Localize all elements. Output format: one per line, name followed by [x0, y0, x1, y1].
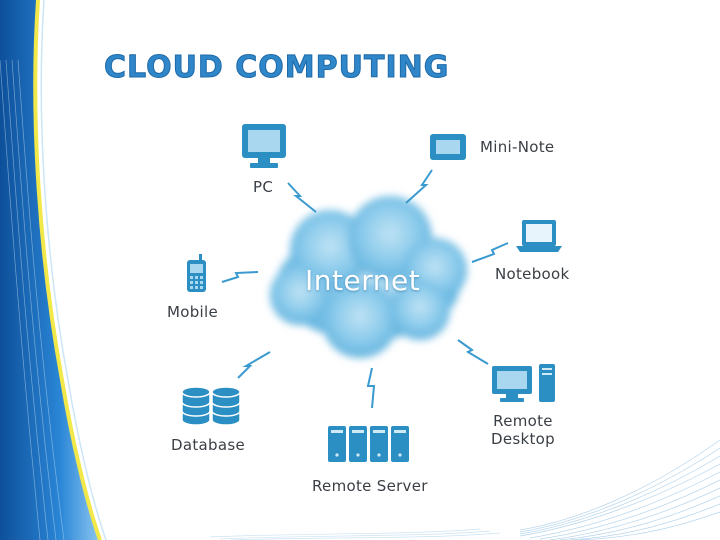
internet-label: Internet — [305, 264, 421, 297]
decorative-lines-bottom — [209, 528, 501, 540]
mobile-label: Mobile — [167, 303, 219, 321]
remote-server-label: Remote Server — [312, 477, 428, 495]
connector-remote-server — [366, 367, 376, 409]
remote-desktop-label-line2: Desktop — [491, 430, 555, 448]
decorative-lines-right — [520, 439, 720, 540]
mini-note-icon — [430, 134, 466, 160]
internet-cloud — [270, 196, 467, 358]
connector-pc — [287, 182, 317, 213]
cloud-diagram — [181, 124, 562, 462]
mobile-icon — [187, 254, 206, 292]
remote-desktop-label: Remote Desktop — [490, 412, 556, 448]
pc-icon — [242, 124, 286, 168]
connector-mini-note — [405, 169, 433, 204]
slide-title: CLOUD COMPUTING — [103, 50, 450, 86]
connector-remote-desktop — [457, 339, 489, 365]
remote-desktop-label-line1: Remote — [493, 412, 553, 430]
pc-label: PC — [253, 178, 274, 196]
database-icon — [181, 386, 241, 426]
connector-notebook — [471, 242, 509, 263]
connectors — [221, 169, 509, 409]
left-decorative-band — [0, 0, 107, 540]
database-label: Database — [171, 436, 245, 454]
notebook-icon — [516, 220, 562, 252]
remote-desktop-icon — [492, 364, 555, 402]
mini-note-label: Mini-Note — [480, 138, 555, 156]
notebook-label: Notebook — [495, 265, 570, 283]
connector-mobile — [221, 271, 259, 283]
remote-server-icon — [328, 426, 409, 462]
connector-database — [237, 351, 271, 379]
